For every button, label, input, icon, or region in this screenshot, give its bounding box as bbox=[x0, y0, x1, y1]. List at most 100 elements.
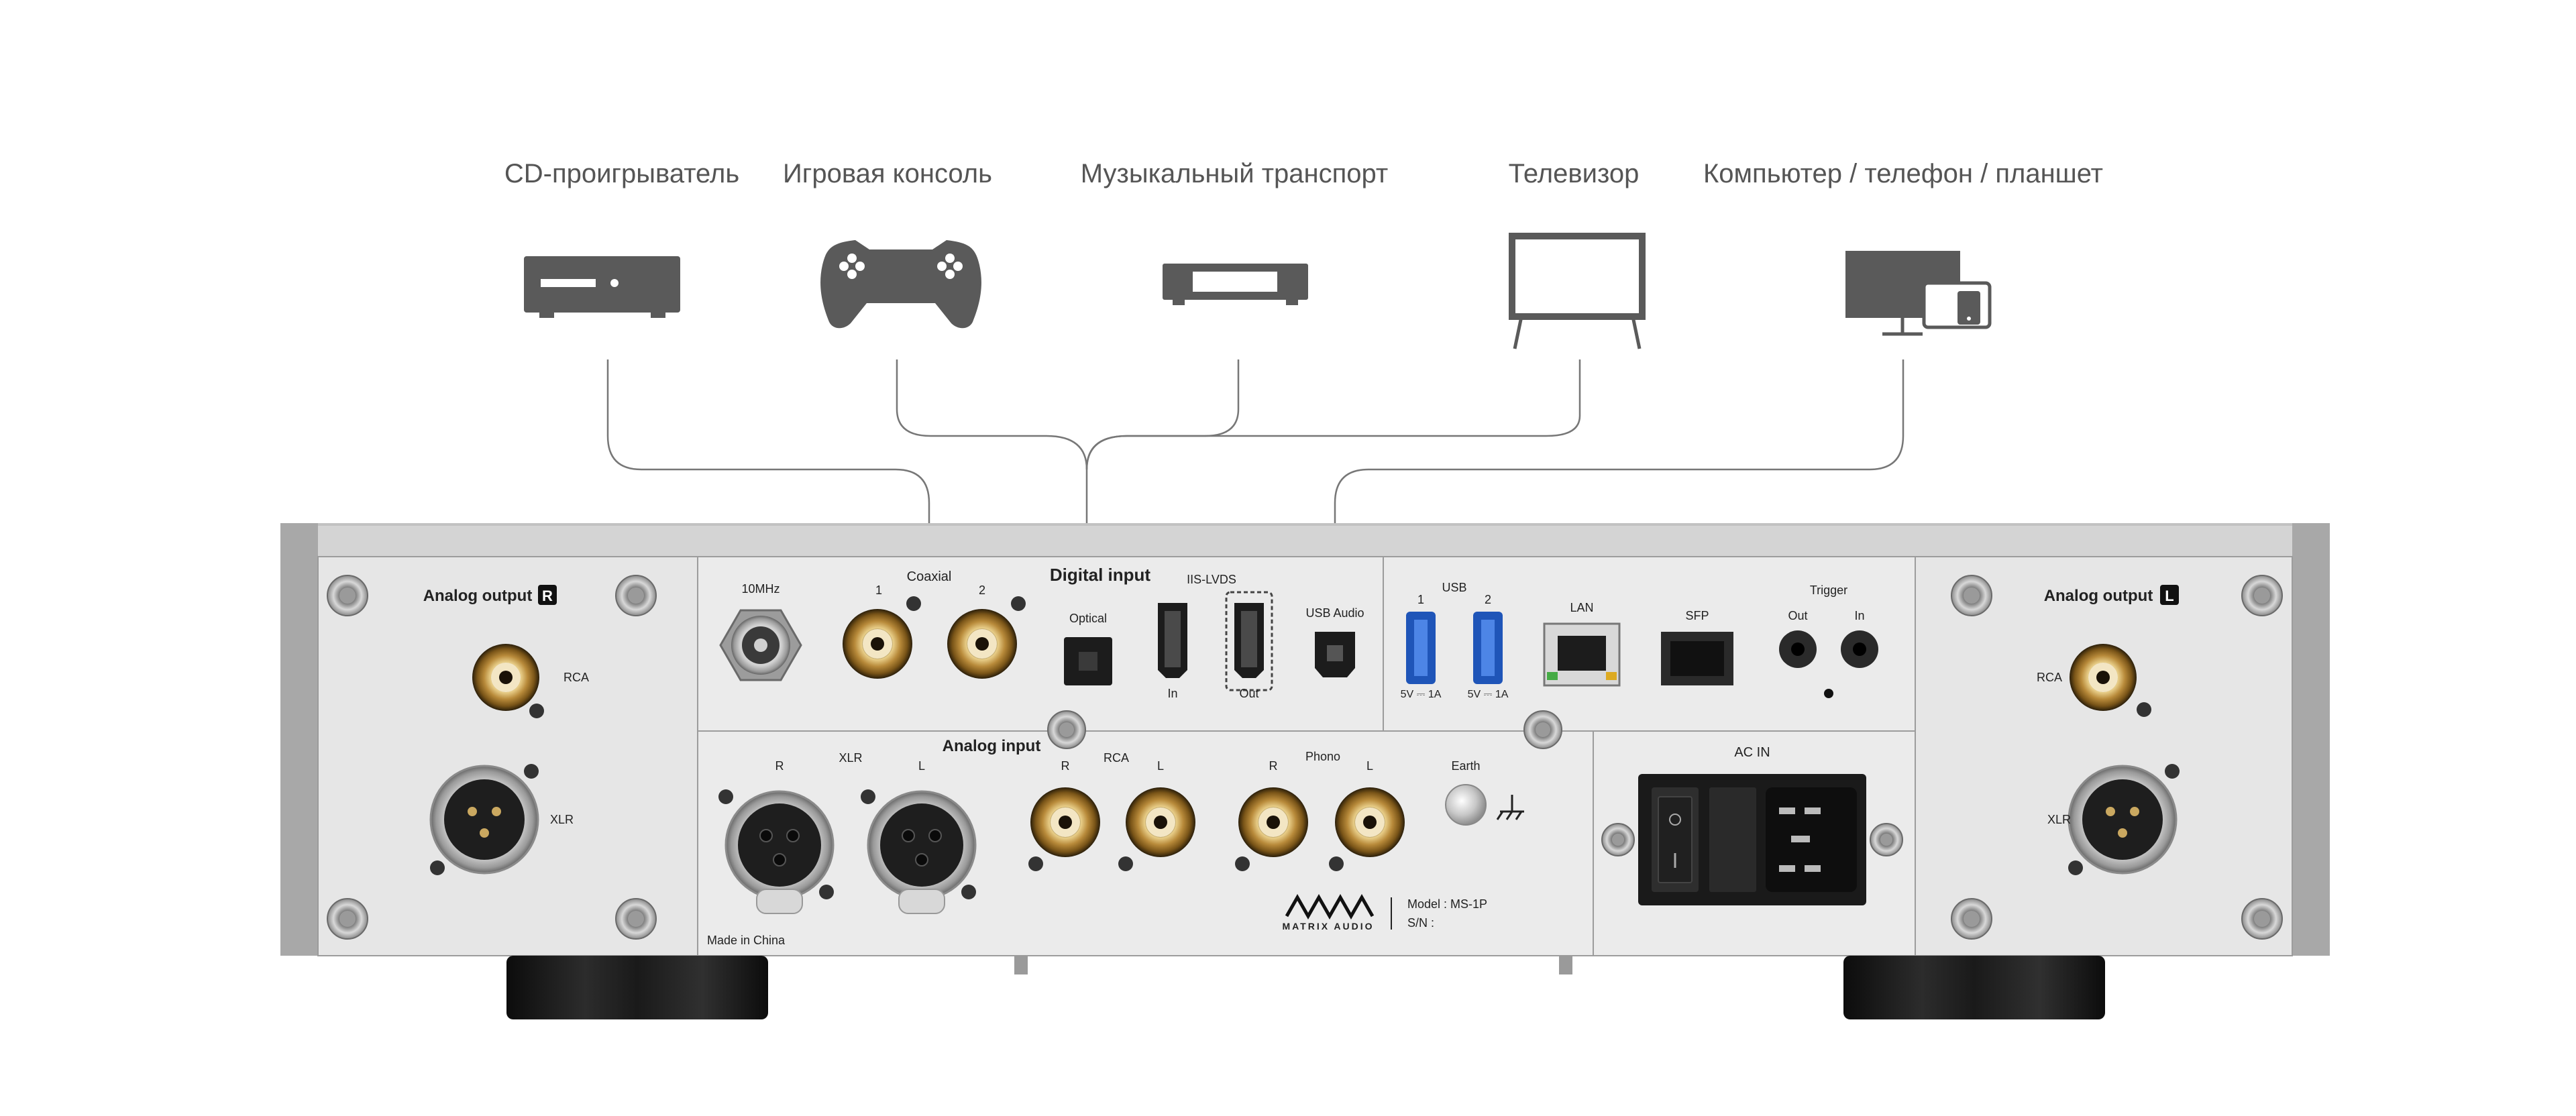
jack-screw bbox=[1028, 856, 1043, 871]
ac-power-inlet[interactable] bbox=[1638, 774, 1866, 905]
lan-label: LAN bbox=[1570, 601, 1593, 614]
bnc-10mhz-input[interactable] bbox=[719, 609, 802, 681]
gamepad-icon bbox=[820, 240, 981, 329]
jack-screw bbox=[430, 860, 445, 875]
screw bbox=[2241, 575, 2283, 616]
lan-port[interactable] bbox=[1543, 622, 1621, 687]
right-out-badge: L bbox=[2165, 588, 2174, 604]
ac-in-label: AC IN bbox=[1734, 745, 1770, 760]
coaxial-input-1[interactable] bbox=[843, 609, 912, 679]
jack-screw bbox=[1118, 856, 1133, 871]
connector-cd-coaxial bbox=[606, 359, 934, 551]
usb-port-2[interactable] bbox=[1473, 612, 1503, 684]
jack-screw bbox=[1011, 596, 1026, 611]
trigger-out-jack[interactable] bbox=[1779, 630, 1817, 668]
usb-label: USB bbox=[1442, 581, 1466, 594]
sfp-port[interactable] bbox=[1661, 632, 1733, 685]
usb-1-label: 1 bbox=[1417, 593, 1424, 606]
jack-screw bbox=[718, 789, 733, 804]
source-label-computer: Компьютер / телефон / планшет bbox=[1703, 159, 2103, 188]
phono-r-label: R bbox=[1269, 759, 1278, 773]
device-rear-panel bbox=[280, 523, 2330, 1019]
phono-label: Phono bbox=[1305, 750, 1340, 763]
screw bbox=[1047, 710, 1086, 749]
source-label-tv: Телевизор bbox=[1509, 159, 1640, 188]
left-xlr-label: XLR bbox=[550, 813, 574, 826]
screw bbox=[615, 898, 657, 940]
screw bbox=[615, 575, 657, 616]
rca-input-right[interactable] bbox=[1030, 787, 1100, 857]
cd-player-icon bbox=[524, 256, 680, 318]
jack-screw bbox=[961, 885, 976, 899]
left-out-badge-bg bbox=[538, 585, 557, 605]
trigger-out-label: Out bbox=[1788, 609, 1807, 622]
right-xlr-label: XLR bbox=[2047, 813, 2071, 826]
left-out-badge: R bbox=[542, 588, 553, 604]
foot-right bbox=[1843, 956, 2105, 1019]
right-rca-jack[interactable] bbox=[2070, 644, 2137, 711]
phono-input-right[interactable] bbox=[1238, 787, 1308, 857]
usb-1-power: 5V ⎓ 1A bbox=[1401, 689, 1442, 700]
usb-2-label: 2 bbox=[1485, 593, 1491, 606]
rca-input-left[interactable] bbox=[1126, 787, 1195, 857]
coaxial-input-2[interactable] bbox=[947, 609, 1017, 679]
left-xlr-output[interactable] bbox=[429, 765, 539, 875]
power-switch bbox=[1658, 796, 1693, 883]
sfp-label: SFP bbox=[1685, 609, 1709, 622]
iis-lvds-out-port[interactable] bbox=[1225, 591, 1273, 691]
xlr-in-label: XLR bbox=[839, 751, 862, 765]
panel-screws bbox=[327, 575, 2283, 940]
tv-icon bbox=[1509, 233, 1646, 349]
usb-audio-port[interactable] bbox=[1315, 632, 1355, 677]
trigger-label: Trigger bbox=[1810, 583, 1847, 597]
right-out-title: Analog output bbox=[2044, 587, 2153, 605]
iis-lvds-label: IIS-LVDS bbox=[1187, 573, 1236, 586]
phono-l-label: L bbox=[1366, 759, 1373, 773]
xlr-l-label: L bbox=[918, 759, 925, 773]
source-label-cd: CD-проигрыватель bbox=[504, 159, 739, 188]
brand-name: MATRIX AUDIO bbox=[1282, 921, 1374, 932]
right-out-badge-bg bbox=[2160, 585, 2179, 605]
optical-input[interactable] bbox=[1064, 637, 1112, 685]
tenmhz-label: 10MHz bbox=[741, 582, 780, 596]
serial-label: S/N : bbox=[1407, 916, 1434, 930]
screw bbox=[1951, 898, 1992, 940]
rca-r-label: R bbox=[1061, 759, 1070, 773]
iis-lvds-in-port[interactable] bbox=[1158, 603, 1187, 678]
trigger-in-label: In bbox=[1854, 609, 1864, 622]
left-out-title: Analog output bbox=[423, 587, 533, 605]
jack-screw bbox=[529, 704, 544, 718]
right-rca-label: RCA bbox=[2037, 671, 2062, 684]
coax-2-label: 2 bbox=[979, 583, 985, 597]
analog-input-title: Analog input bbox=[943, 737, 1041, 755]
screw bbox=[327, 898, 368, 940]
foot-left bbox=[506, 956, 768, 1019]
xlr-input-left[interactable] bbox=[867, 790, 977, 914]
earth-terminal-knob[interactable] bbox=[1445, 784, 1487, 826]
right-xlr-output[interactable] bbox=[2068, 765, 2178, 875]
left-rca-jack[interactable] bbox=[472, 644, 539, 711]
screw bbox=[1951, 575, 1992, 616]
trigger-in-jack[interactable] bbox=[1841, 630, 1878, 668]
connector-console-digital bbox=[896, 359, 1092, 561]
xlr-input-right[interactable] bbox=[724, 790, 835, 914]
left-rca-label: RCA bbox=[564, 671, 589, 684]
iis-out-label: Out bbox=[1239, 687, 1258, 700]
connection-lines bbox=[606, 359, 1904, 602]
jack-screw bbox=[1329, 856, 1344, 871]
model-label: Model : MS-1P bbox=[1407, 897, 1487, 911]
jack-screw bbox=[819, 885, 834, 899]
jack-screw bbox=[524, 764, 539, 779]
connector-computer-usb bbox=[1330, 359, 1904, 602]
usb-port-1[interactable] bbox=[1406, 612, 1436, 684]
coax-1-label: 1 bbox=[875, 583, 882, 597]
digital-input-title: Digital input bbox=[1050, 565, 1151, 585]
earth-label: Earth bbox=[1451, 759, 1480, 773]
ground-symbol-icon bbox=[1496, 795, 1524, 820]
screw bbox=[1523, 710, 1562, 749]
status-led bbox=[1824, 689, 1833, 698]
rca-in-label: RCA bbox=[1104, 751, 1129, 765]
iis-in-label: In bbox=[1167, 687, 1177, 700]
phono-input-left[interactable] bbox=[1335, 787, 1405, 857]
screw bbox=[1601, 823, 1635, 856]
